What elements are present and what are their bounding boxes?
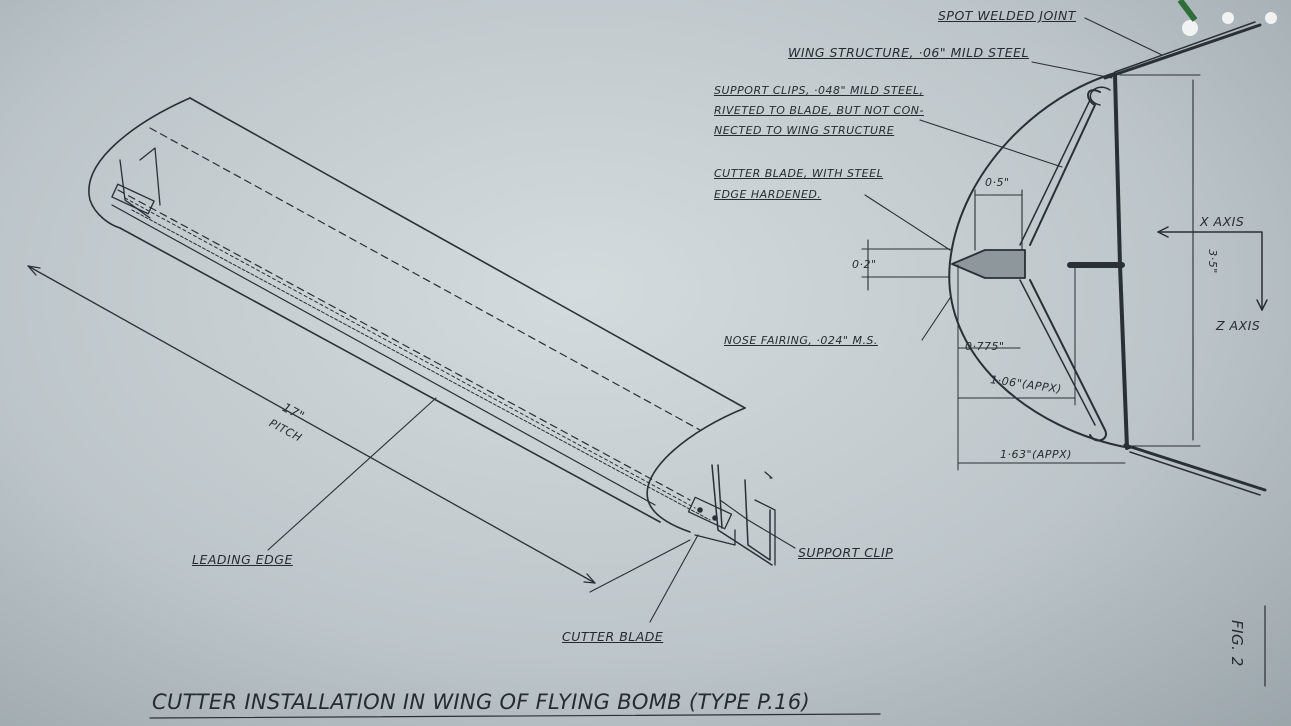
- label-cutter-blade: CUTTER BLADE: [562, 629, 664, 644]
- label-spot-welded-joint: SPOT WELDED JOINT: [938, 8, 1076, 23]
- green-tag: [1177, 0, 1198, 22]
- dim-0775: 0·775": [965, 340, 1005, 353]
- label-support-clips-line1: SUPPORT CLIPS, ·048" MILD STEEL,: [714, 84, 924, 97]
- figure-number: FIG. 2: [1228, 620, 1246, 667]
- wing-isometric: [27, 97, 796, 623]
- label-wing-structure: WING STRUCTURE, ·06" MILD STEEL: [788, 45, 1029, 60]
- dim-35: 3·5": [1205, 249, 1219, 274]
- label-leading-edge: LEADING EDGE: [192, 552, 293, 567]
- punch-hole: [1265, 12, 1277, 24]
- wing-cross-section: [149, 17, 1268, 719]
- label-support-clips-line2: RIVETED TO BLADE, BUT NOT CON-: [714, 104, 924, 117]
- drawing-title: CUTTER INSTALLATION IN WING OF FLYING BO…: [152, 690, 810, 714]
- label-support-clip: SUPPORT CLIP: [798, 545, 894, 560]
- label-x-axis: X AXIS: [1200, 214, 1245, 229]
- dim-blade-width: 0·5": [985, 176, 1010, 189]
- label-nose-fairing: NOSE FAIRING, ·024" M.S.: [724, 334, 878, 347]
- dim-163: 1·63"(APPX): [1000, 448, 1072, 461]
- punch-hole: [1182, 20, 1198, 36]
- punch-hole: [1222, 12, 1234, 24]
- label-cutter-blade-steel-line1: CUTTER BLADE, WITH STEEL: [714, 167, 884, 180]
- label-z-axis: Z AXIS: [1216, 318, 1261, 333]
- label-cutter-blade-steel-line2: EDGE HARDENED.: [714, 188, 822, 201]
- dim-blade-thickness: 0·2": [852, 258, 877, 271]
- label-support-clips-line3: NECTED TO WING STRUCTURE: [714, 124, 895, 137]
